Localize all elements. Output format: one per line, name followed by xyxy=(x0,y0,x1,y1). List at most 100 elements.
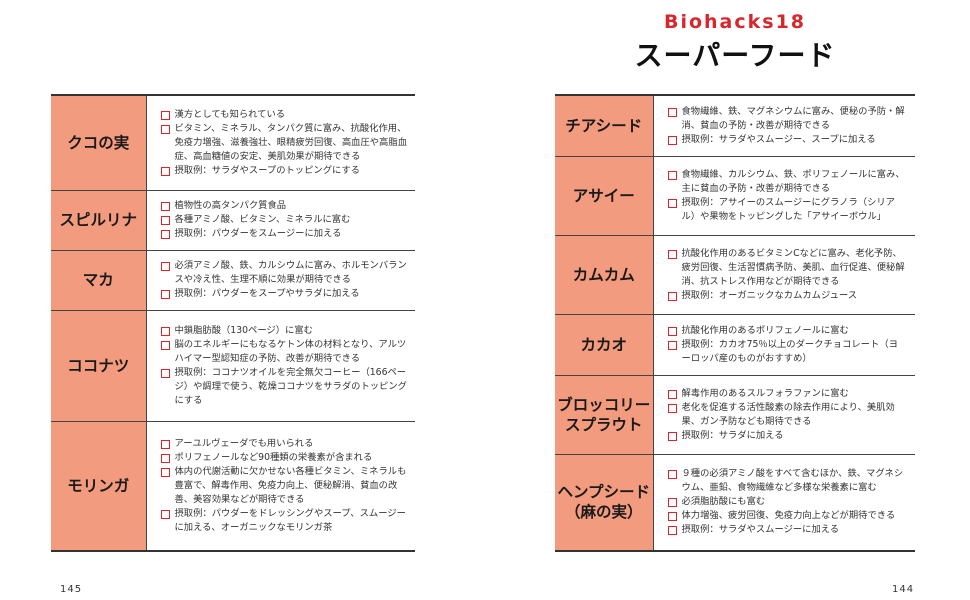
food-name: ブロッコリースプラウト xyxy=(555,375,654,455)
food-name: カムカム xyxy=(555,235,654,315)
food-name: マカ xyxy=(51,250,147,311)
bullet-text: 体内の代謝活動に欠かせない各種ビタミン、ミネラルも豊富で、解毒作用、免疫力向上、… xyxy=(174,466,407,506)
bullet-item: 摂取例：アサイーのスムージーにグラノラ（シリアル）や果物をトッピングした「アサイ… xyxy=(667,196,908,224)
checkbox-icon xyxy=(160,216,170,226)
bullet-item: ９種の必須アミノ酸をすべて含むほか、鉄、マグネシウム、亜鉛、食物繊維など多様な栄… xyxy=(667,467,908,495)
left-superfood-table: クコの実漢方としても知られているビタミン、ミネラル、タンパク質に富み、抗酸化作用… xyxy=(51,94,415,552)
bullet-text: 食物繊維、鉄、マグネシウムに富み、便秘の予防・解消、貧血の予防・改善が期待できる xyxy=(681,106,905,132)
bullet-text: 抗酸化作用のあるポリフェノールに富む xyxy=(681,324,849,336)
left-table-body: クコの実漢方としても知られているビタミン、ミネラル、タンパク質に富み、抗酸化作用… xyxy=(51,95,415,551)
left-page-number: 145 xyxy=(60,584,83,595)
bullet-text: 摂取例：サラダやスープのトッピングにする xyxy=(174,164,360,176)
bullet-item: 摂取例：サラダやスープのトッピングにする xyxy=(160,164,408,178)
food-name-line: チアシード xyxy=(565,117,643,136)
food-name: モリンガ xyxy=(51,421,147,551)
bullet-text: 体力増強、疲労回復、免疫力向上などが期待できる xyxy=(681,510,896,522)
bullet-item: 植物性の高タンパク質食品 xyxy=(160,199,408,213)
food-description: ９種の必須アミノ酸をすべて含むほか、鉄、マグネシウム、亜鉛、食物繊維など多様な栄… xyxy=(653,454,915,551)
checkbox-icon xyxy=(160,124,170,134)
food-row: ヘンプシード（麻の実） ９種の必須アミノ酸をすべて含むほか、鉄、マグネシウム、亜鉛… xyxy=(555,454,915,551)
checkbox-icon xyxy=(667,340,677,350)
food-name-line: ヘンプシード xyxy=(557,483,651,502)
checkbox-icon xyxy=(667,470,677,480)
food-name: ココナツ xyxy=(51,310,147,423)
bullet-text: アーユルヴェーダでも用いられる xyxy=(174,438,314,450)
checkbox-icon xyxy=(667,108,677,118)
food-description: 抗酸化作用のあるポリフェノールに富む摂取例：カカオ75％以上のダークチョコレート… xyxy=(653,314,915,376)
bullet-text: 必須アミノ酸、鉄、カルシウムに富み、ホルモンバランスや冷え性、生理不順に効果が期… xyxy=(174,260,407,286)
bullet-item: アーユルヴェーダでも用いられる xyxy=(160,437,408,451)
bullet-item: 摂取例：サラダやスムージーに加える xyxy=(667,523,908,537)
bullet-text: 摂取例：パウダーをスープやサラダに加える xyxy=(174,288,360,300)
food-name: スピルリナ xyxy=(51,190,147,251)
checkbox-icon xyxy=(160,230,170,240)
checkbox-icon xyxy=(160,454,170,464)
bullet-item: 必須アミノ酸、鉄、カルシウムに富み、ホルモンバランスや冷え性、生理不順に効果が期… xyxy=(160,259,408,287)
bullet-text: 老化を促進する活性酸素の除去作用により、美肌効果、ガン予防なども期待できる xyxy=(681,401,895,427)
right-superfood-table: チアシード 食物繊維、鉄、マグネシウムに富み、便秘の予防・解消、貧血の予防・改善が… xyxy=(555,94,915,552)
bullet-text: ポリフェノールなど90種類の栄養素が含まれる xyxy=(174,452,373,464)
food-row: クコの実漢方としても知られているビタミン、ミネラル、タンパク質に富み、抗酸化作用… xyxy=(51,95,415,191)
series-label: Biohacks18 xyxy=(663,11,807,33)
bullet-item: ポリフェノールなど90種類の栄養素が含まれる xyxy=(160,451,408,465)
food-row: ココナツ中鎖脂肪酸（130ページ）に富む脳のエネルギーにもなるケトン体の材料とな… xyxy=(51,310,415,423)
food-name-line: マカ xyxy=(82,271,114,290)
checkbox-icon xyxy=(667,512,677,522)
food-row: カムカム 抗酸化作用のあるビタミンCなどに富み、老化予防、疲労回復、生活習慣病予防… xyxy=(555,235,915,315)
right-table-body: チアシード 食物繊維、鉄、マグネシウムに富み、便秘の予防・解消、貧血の予防・改善が… xyxy=(555,95,915,551)
food-description: 抗酸化作用のあるビタミンCなどに富み、老化予防、疲労回復、生活習慣病予防、美肌、… xyxy=(653,235,915,315)
food-description: 解毒作用のあるスルフォラファンに富む老化を促進する活性酸素の除去作用により、美肌… xyxy=(653,375,915,455)
checkbox-icon xyxy=(160,440,170,450)
checkbox-icon xyxy=(160,510,170,520)
food-name-line: モリンガ xyxy=(67,477,130,496)
bullet-text: ９種の必須アミノ酸をすべて含むほか、鉄、マグネシウム、亜鉛、食物繊維など多様な栄… xyxy=(681,468,904,494)
bullet-text: 抗酸化作用のあるビタミンCなどに富み、老化予防、疲労回復、生活習慣病予防、美肌、… xyxy=(681,247,905,287)
food-row: チアシード 食物繊維、鉄、マグネシウムに富み、便秘の予防・解消、貧血の予防・改善が… xyxy=(555,95,915,158)
bullet-item: 摂取例：パウダーをスムージーに加える xyxy=(160,227,408,241)
food-name-line: カカオ xyxy=(580,335,627,354)
bullet-item: 摂取例：ココナツオイルを完全無欠コーヒー（166ページ）や調理で使う、乾燥ココナ… xyxy=(160,366,408,408)
bullet-text: 解毒作用のあるスルフォラファンに富む xyxy=(681,387,849,399)
bullet-item: 摂取例：パウダーをドレッシングやスープ、スムージーに加える、オーガニックなモリン… xyxy=(160,507,408,535)
bullet-item: 漢方としても知られている xyxy=(160,108,408,122)
bullet-text: 摂取例：サラダに加える xyxy=(681,429,784,441)
bullet-item: 食物繊維、鉄、マグネシウムに富み、便秘の予防・解消、貧血の予防・改善が期待できる xyxy=(667,105,908,133)
bullet-text: 摂取例：オーガニックなカムカムジュース xyxy=(681,289,858,301)
bullet-item: 体内の代謝活動に欠かせない各種ビタミン、ミネラルも豊富で、解毒作用、免疫力向上、… xyxy=(160,465,408,507)
checkbox-icon xyxy=(667,498,677,508)
food-name: チアシード xyxy=(555,95,654,158)
bullet-item: 摂取例：サラダに加える xyxy=(667,429,908,443)
checkbox-icon xyxy=(667,326,677,336)
food-description: 植物性の高タンパク質食品各種アミノ酸、ビタミン、ミネラルに富む摂取例：パウダーを… xyxy=(146,190,415,251)
bullet-text: 食物繊維、カルシウム、鉄、ポリフェノールに富み、主に貧血の予防・改善が期待できる xyxy=(681,169,905,195)
checkbox-icon xyxy=(160,326,170,336)
checkbox-icon xyxy=(667,403,677,413)
checkbox-icon xyxy=(667,249,677,259)
right-page-number: 144 xyxy=(892,584,915,595)
checkbox-icon xyxy=(160,340,170,350)
bullet-text: 摂取例：サラダやスムージーに加える xyxy=(681,524,840,536)
food-name-line: ブロッコリー xyxy=(557,395,651,414)
bullet-text: 摂取例：パウダーをスムージーに加える xyxy=(174,228,342,240)
food-name-line: カムカム xyxy=(572,265,635,284)
checkbox-icon xyxy=(667,199,677,209)
food-row: モリンガアーユルヴェーダでも用いられるポリフェノールなど90種類の栄養素が含まれ… xyxy=(51,421,415,551)
bullet-item: 解毒作用のあるスルフォラファンに富む xyxy=(667,387,908,401)
food-description: 食物繊維、カルシウム、鉄、ポリフェノールに富み、主に貧血の予防・改善が期待できる… xyxy=(653,156,915,237)
bullet-text: 摂取例：ココナツオイルを完全無欠コーヒー（166ページ）や調理で使う、乾燥ココナ… xyxy=(174,366,407,406)
checkbox-icon xyxy=(667,171,677,181)
bullet-text: 必須脂肪酸にも富む xyxy=(681,496,766,508)
bullet-item: 各種アミノ酸、ビタミン、ミネラルに富む xyxy=(160,213,408,227)
page-title: スーパーフード xyxy=(634,39,836,72)
checkbox-icon xyxy=(667,389,677,399)
bullet-text: 摂取例：アサイーのスムージーにグラノラ（シリアル）や果物をトッピングした「アサイ… xyxy=(681,197,895,223)
bullet-item: 抗酸化作用のあるビタミンCなどに富み、老化予防、疲労回復、生活習慣病予防、美肌、… xyxy=(667,247,908,289)
food-name-line: ココナツ xyxy=(67,356,130,375)
food-description: アーユルヴェーダでも用いられるポリフェノールなど90種類の栄養素が含まれる体内の… xyxy=(146,422,415,551)
food-name-line: （麻の実） xyxy=(564,503,643,522)
food-name-line: アサイー xyxy=(572,187,635,206)
food-row: カカオ 抗酸化作用のあるポリフェノールに富む摂取例：カカオ75％以上のダークチョコ… xyxy=(555,314,915,376)
bullet-item: 脳のエネルギーにもなるケトン体の材料となり、アルツハイマー型認知症の予防、改善が… xyxy=(160,338,408,366)
bullet-item: 老化を促進する活性酸素の除去作用により、美肌効果、ガン予防なども期待できる xyxy=(667,401,908,429)
food-name-line: クコの実 xyxy=(67,133,130,152)
